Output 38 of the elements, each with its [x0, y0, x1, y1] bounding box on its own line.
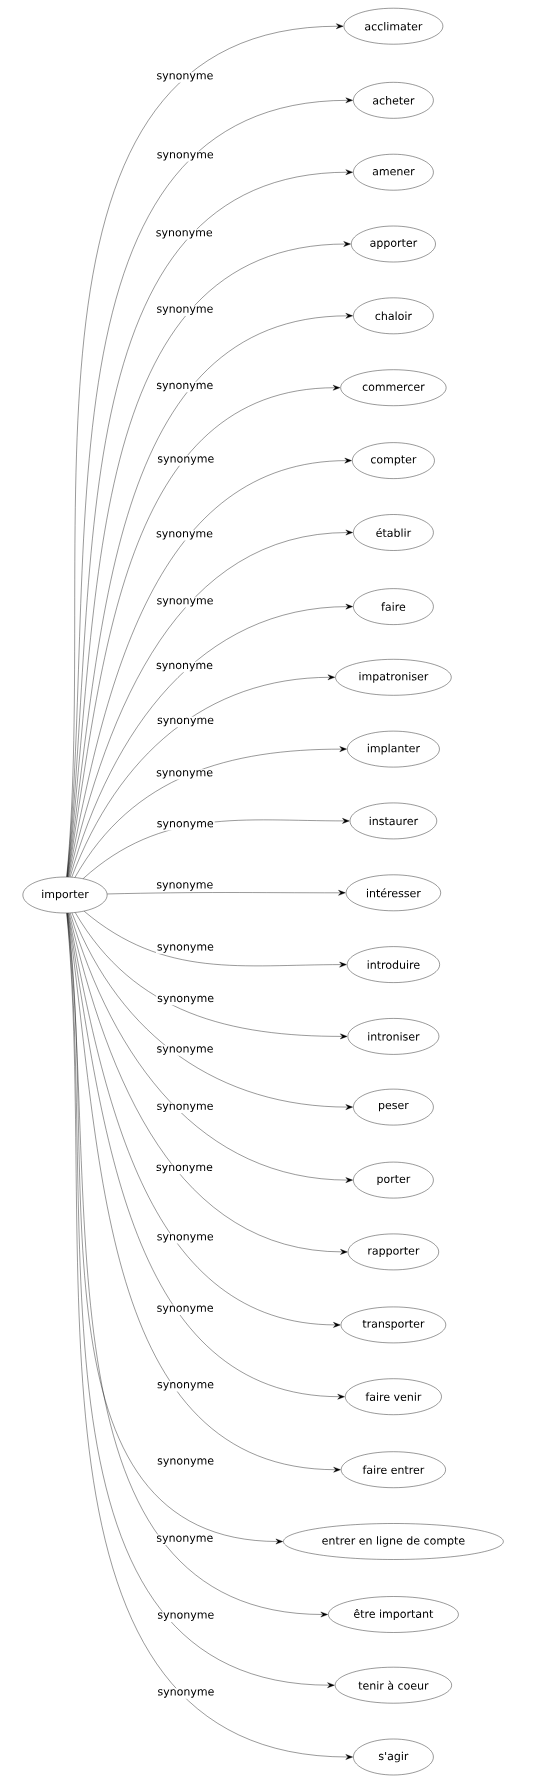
- arrow: [83, 911, 347, 968]
- edge-label: synonyme: [154, 229, 214, 240]
- arrow: [68, 457, 352, 878]
- edge-label: synonyme: [156, 716, 215, 728]
- arrow: [68, 529, 353, 878]
- edge-label: synonyme: [156, 1611, 216, 1622]
- arrow: [74, 746, 347, 878]
- edge-label: synonyme: [155, 597, 215, 608]
- edge-label: synonyme: [155, 72, 215, 83]
- edge-label: synonyme: [156, 1688, 216, 1699]
- edge-label: synonyme: [155, 1045, 215, 1056]
- edge-label: synonyme: [156, 994, 216, 1006]
- edge-label: synonyme: [155, 943, 215, 954]
- edge-label: synonyme: [155, 1233, 215, 1244]
- arrow: [107, 890, 346, 896]
- edge-label: synonyme: [155, 381, 215, 393]
- edge-label: synonyme: [155, 151, 215, 162]
- edge-label: synonyme: [155, 820, 215, 831]
- edge-label: synonyme: [154, 1163, 214, 1175]
- edge-label: synonyme: [155, 1534, 215, 1545]
- arrow: [75, 912, 348, 1040]
- arrow: [71, 912, 353, 1110]
- edge-label: synonyme: [156, 455, 216, 466]
- edge-label: synonyme: [155, 881, 215, 892]
- edge-label: synonyme: [155, 1304, 215, 1315]
- arrow: [69, 603, 353, 878]
- edge-label: synonyme: [155, 1102, 215, 1114]
- arrow: [67, 384, 341, 878]
- arrow: [70, 912, 353, 1183]
- arrow: [68, 912, 341, 1328]
- edge-label: synonyme: [155, 305, 215, 316]
- arrow: [69, 912, 348, 1255]
- edge-label: synonyme: [155, 661, 214, 673]
- arrow: [71, 674, 335, 878]
- edge-label: synonyme: [156, 1457, 216, 1468]
- edge-label: synonyme: [156, 1381, 215, 1392]
- edge-label: synonyme: [155, 769, 215, 780]
- edge-label: synonyme: [155, 530, 214, 541]
